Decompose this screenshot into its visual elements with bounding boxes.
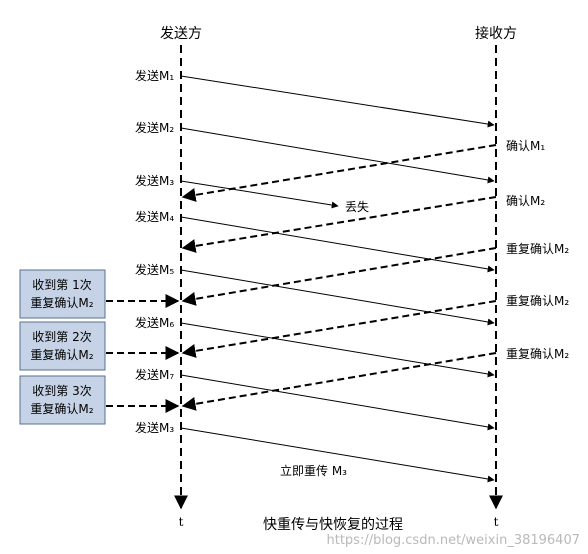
send-arrows [180,75,495,483]
receiver-lane-title: 接收方 [475,25,517,42]
send-arrow-m5 [180,269,495,326]
watermark: https://blog.csdn.net/weixin_38196407 [326,533,580,548]
dup-ack-arrow-3 [181,352,497,411]
send-label: 发送M₄ [135,209,174,224]
send-label: 发送M₃ [135,173,174,188]
diagram-caption: 快重传与快恢复的过程 [263,516,403,533]
send-arrow-m3-retransmit [180,427,495,483]
receiver-time-label: t [494,515,499,529]
dup-ack-box-line1: 收到第 1次 [32,278,91,292]
sender-lane-title: 发送方 [160,26,202,42]
ack-label: 重复确认M₂ [506,294,569,308]
send-arrow-m2 [180,127,495,184]
ack-label: 重复确认M₂ [506,347,569,361]
dup-ack-box-line2: 重复确认M₂ [30,296,93,310]
dup-ack-box-1: 收到第 1次 重复确认M₂ [19,269,106,319]
ack-label: 重复确认M₂ [506,242,569,256]
send-arrow-m6 [180,322,495,378]
dup-ack-box-line1: 收到第 3次 [32,384,91,398]
send-arrow-m3-lost [180,180,339,209]
send-label: 发送M₇ [135,367,174,382]
retransmit-note: 立即重传 M₃ [280,463,347,478]
send-arrow-m7 [180,374,495,431]
ack-label: 确认M₁ [506,139,545,153]
dup-ack-box-line2: 重复确认M₂ [30,402,93,416]
send-label: 发送M₂ [135,120,174,135]
ack-arrows [181,144,497,411]
lost-label: 丢失 [345,199,369,214]
dup-ack-arrow-2 [181,300,497,358]
ack-arrow-m1 [181,144,497,202]
dup-ack-box-2: 收到第 2次 重复确认M₂ [19,321,106,371]
send-label: 发送M₃ [135,420,174,435]
ack-labels: 确认M₁ 确认M₂ 重复确认M₂ 重复确认M₂ 重复确认M₂ [506,139,569,361]
dup-ack-arrow-1 [181,247,497,306]
send-label: 发送M₅ [135,262,174,277]
send-label: 发送M₁ [135,68,174,83]
dup-ack-box-line2: 重复确认M₂ [30,348,93,362]
send-label: 发送M₆ [135,315,174,330]
send-arrow-m4 [180,216,495,273]
ack-arrow-m2 [181,196,497,253]
send-arrow-m1 [180,75,495,128]
send-labels: 发送M₁ 发送M₂ 发送M₃ 发送M₄ 发送M₅ 发送M₆ 发送M₇ 发送M₃ [135,68,174,435]
ack-label: 确认M₂ [506,194,545,208]
dup-ack-box-3: 收到第 3次 重复确认M₂ [19,375,106,425]
dup-ack-box-line1: 收到第 2次 [32,330,91,344]
sender-time-label: t [179,515,184,529]
